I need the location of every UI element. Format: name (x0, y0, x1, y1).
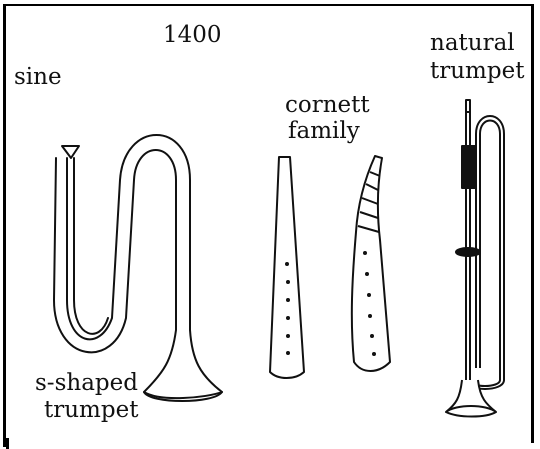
s-shaped-trumpet-drawing (54, 135, 222, 401)
curved-cornett-drawing (352, 156, 390, 371)
straight-cornett-drawing (270, 157, 304, 378)
natural-trumpet-drawing (446, 100, 504, 417)
